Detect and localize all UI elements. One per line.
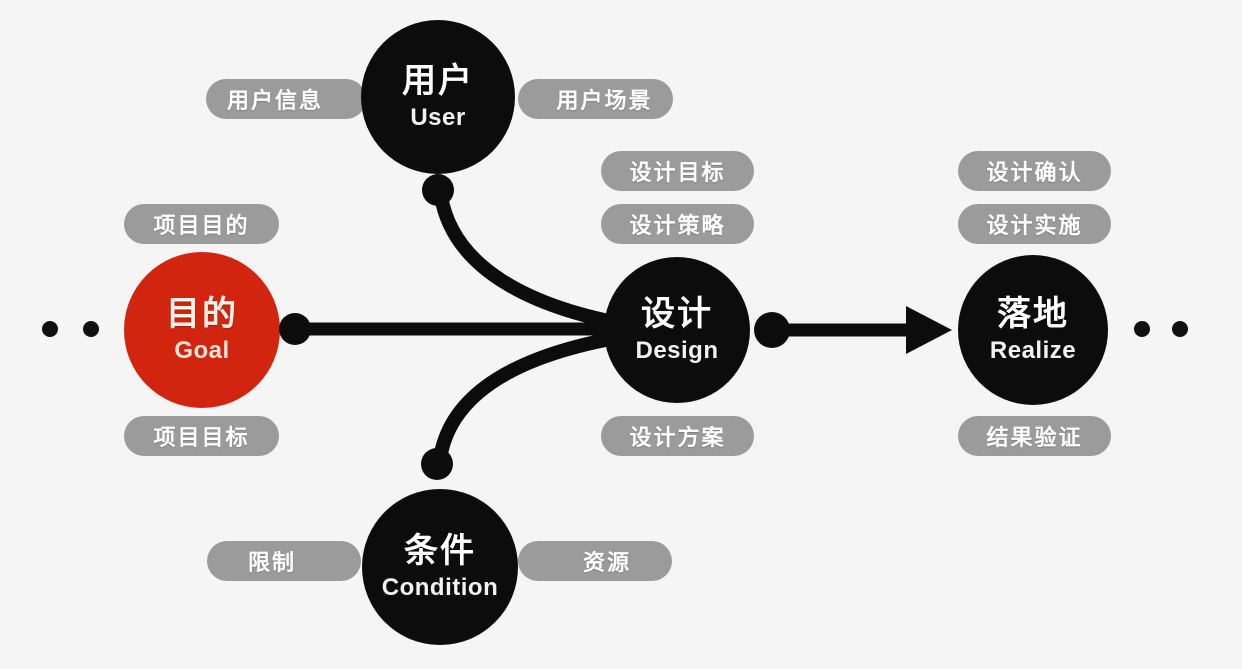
- ellipsis-dot-right-2: [1172, 321, 1188, 337]
- pill-design-top-1[interactable]: 设计目标: [601, 151, 754, 191]
- node-goal-en-label: Goal: [174, 336, 230, 364]
- node-goal-cn-label: 目的: [166, 295, 238, 334]
- ellipsis-dot-right-1: [1134, 321, 1150, 337]
- pill-realize-top-2[interactable]: 设计实施: [958, 204, 1111, 244]
- node-realize[interactable]: 落地 Realize: [958, 255, 1108, 405]
- node-realize-en-label: Realize: [989, 336, 1077, 364]
- node-design[interactable]: 设计 Design: [604, 257, 750, 403]
- connector-dot-goal-out: [279, 313, 311, 345]
- node-realize-cn-label: 落地: [997, 295, 1069, 334]
- connector-dot-condition-out: [421, 448, 453, 480]
- node-design-en-label: Design: [635, 336, 719, 364]
- pill-goal-top[interactable]: 项目目的: [124, 204, 279, 244]
- node-user[interactable]: 用户 User: [361, 20, 515, 174]
- pill-design-bottom[interactable]: 设计方案: [601, 416, 754, 456]
- pill-condition-right[interactable]: 资源: [518, 541, 672, 581]
- pill-user-right[interactable]: 用户场景: [518, 79, 673, 119]
- ellipsis-dot-left-1: [42, 321, 58, 337]
- ellipsis-dot-left-2: [83, 321, 99, 337]
- pill-condition-left[interactable]: 限制: [207, 541, 361, 581]
- connector-dot-user-out: [422, 174, 454, 206]
- pill-goal-bottom[interactable]: 项目目标: [124, 416, 279, 456]
- node-condition-en-label: Condition: [381, 573, 499, 601]
- pill-user-left[interactable]: 用户信息: [206, 79, 366, 119]
- pill-realize-top-1[interactable]: 设计确认: [958, 151, 1111, 191]
- pill-design-top-2[interactable]: 设计策略: [601, 204, 754, 244]
- node-user-en-label: User: [410, 103, 466, 131]
- pill-realize-bottom[interactable]: 结果验证: [958, 416, 1111, 456]
- connector-dot-design-out: [754, 312, 790, 348]
- node-condition-cn-label: 条件: [404, 532, 476, 571]
- arrowhead-icon: [906, 306, 952, 354]
- node-goal[interactable]: 目的 Goal: [124, 252, 280, 408]
- node-user-cn-label: 用户: [402, 62, 474, 101]
- node-condition[interactable]: 条件 Condition: [362, 489, 518, 645]
- node-design-cn-label: 设计: [641, 295, 713, 334]
